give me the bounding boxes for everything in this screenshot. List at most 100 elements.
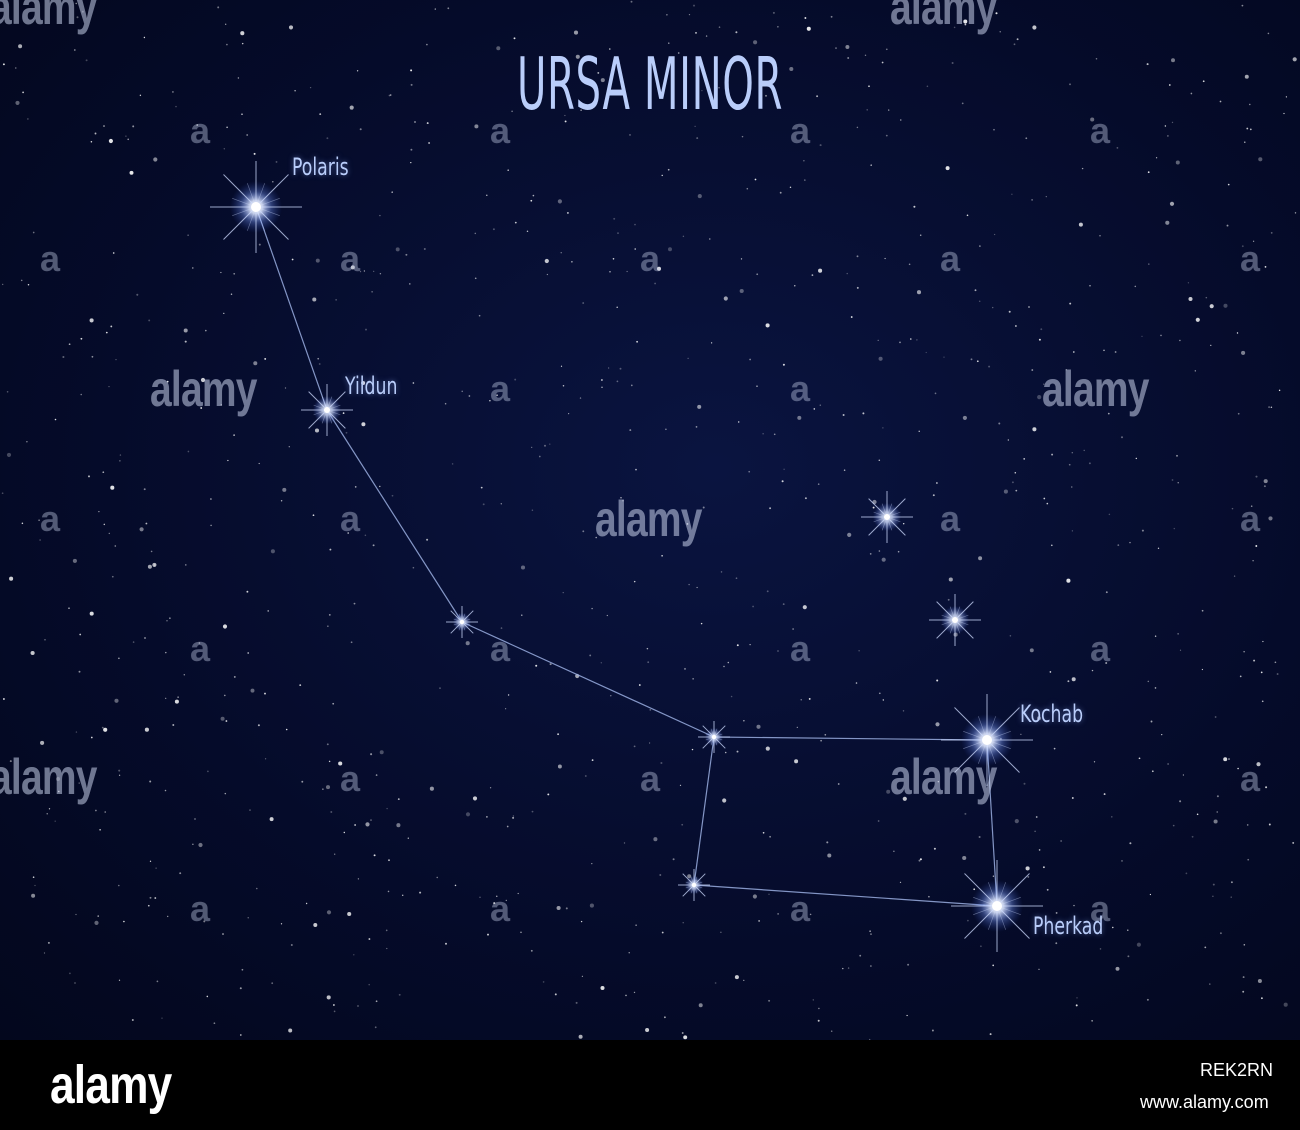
background-star <box>612 258 615 260</box>
background-star <box>736 644 739 647</box>
background-star <box>645 1027 650 1033</box>
background-star <box>1114 351 1117 353</box>
background-star <box>980 945 982 948</box>
background-star <box>328 760 331 763</box>
background-star <box>428 142 431 144</box>
background-star <box>1268 516 1273 521</box>
background-star <box>1089 285 1091 287</box>
background-star <box>881 61 884 64</box>
background-star <box>514 378 517 381</box>
background-star <box>1182 774 1185 776</box>
background-star <box>878 692 881 695</box>
background-star <box>989 1033 992 1036</box>
background-star <box>288 25 294 30</box>
background-star <box>250 688 255 693</box>
constellation-svg <box>1 0 1297 1040</box>
background-star <box>1249 103 1251 106</box>
background-star <box>253 152 256 155</box>
background-star <box>357 1005 359 1007</box>
background-star <box>769 507 772 510</box>
background-star <box>682 922 684 924</box>
background-star <box>756 724 761 729</box>
background-star <box>749 358 751 361</box>
background-star <box>649 742 651 744</box>
background-star <box>847 967 850 969</box>
background-star <box>869 930 871 932</box>
background-star <box>75 913 77 916</box>
background-star <box>575 54 580 59</box>
background-star <box>530 949 533 952</box>
background-star <box>664 1016 666 1019</box>
background-star <box>1255 475 1258 478</box>
background-star <box>520 565 526 570</box>
star-label-polaris: Polaris <box>292 153 349 181</box>
background-star <box>709 238 711 240</box>
background-star <box>1042 866 1045 869</box>
background-star <box>919 858 922 861</box>
background-star <box>609 48 611 50</box>
stock-footer: alamy REK2RN www.alamy.com <box>0 1040 1300 1130</box>
background-star <box>1242 976 1245 979</box>
background-star <box>557 199 563 204</box>
background-star <box>370 819 372 822</box>
watermark-glyph: a <box>640 758 661 799</box>
background-star <box>565 907 568 910</box>
background-star <box>89 318 94 323</box>
background-star <box>789 186 792 189</box>
watermark-glyph: a <box>40 498 61 539</box>
background-star <box>1088 462 1091 465</box>
background-star <box>700 622 703 625</box>
background-star <box>21 522 24 525</box>
background-star <box>1201 609 1204 612</box>
background-star <box>819 404 822 406</box>
background-star <box>347 911 352 917</box>
background-star <box>606 614 608 617</box>
background-star <box>800 699 802 701</box>
background-star <box>765 746 770 751</box>
background-star <box>487 933 489 936</box>
background-star <box>870 164 872 166</box>
background-star <box>185 564 187 566</box>
background-star <box>1051 453 1054 456</box>
background-star <box>897 550 900 553</box>
background-star <box>1171 58 1175 63</box>
background-star <box>1111 816 1113 818</box>
background-star <box>368 983 370 986</box>
background-star <box>1216 811 1218 813</box>
background-star <box>1253 659 1256 662</box>
background-star <box>779 191 782 194</box>
background-star <box>926 85 929 88</box>
background-star <box>634 248 636 250</box>
watermark-glyph: a <box>1090 110 1111 151</box>
background-star <box>859 954 862 957</box>
background-star <box>233 675 236 678</box>
watermark-glyph: a <box>340 238 361 279</box>
background-star <box>1107 412 1110 415</box>
watermark-alamy: alamy <box>0 749 97 805</box>
background-star <box>1237 412 1240 415</box>
background-star <box>1173 527 1176 530</box>
background-star <box>1243 944 1246 946</box>
background-star <box>354 486 357 488</box>
background-star <box>220 271 222 274</box>
background-star <box>566 211 569 214</box>
background-star <box>39 539 41 541</box>
background-star <box>623 842 626 844</box>
background-star <box>474 124 479 129</box>
line-zeta-eta <box>693 736 715 886</box>
background-star <box>835 47 837 50</box>
background-star <box>1032 427 1037 432</box>
background-star <box>1160 334 1162 337</box>
background-star <box>131 1019 134 1021</box>
background-star <box>993 128 995 131</box>
background-star <box>80 393 82 396</box>
background-star <box>697 404 702 409</box>
background-star <box>1187 282 1190 284</box>
background-star <box>1127 929 1129 931</box>
watermark-alamy: alamy <box>0 0 97 35</box>
background-star <box>695 32 697 34</box>
background-star <box>1147 680 1150 683</box>
background-star <box>166 380 169 383</box>
background-star <box>723 296 728 301</box>
background-star <box>916 339 918 341</box>
